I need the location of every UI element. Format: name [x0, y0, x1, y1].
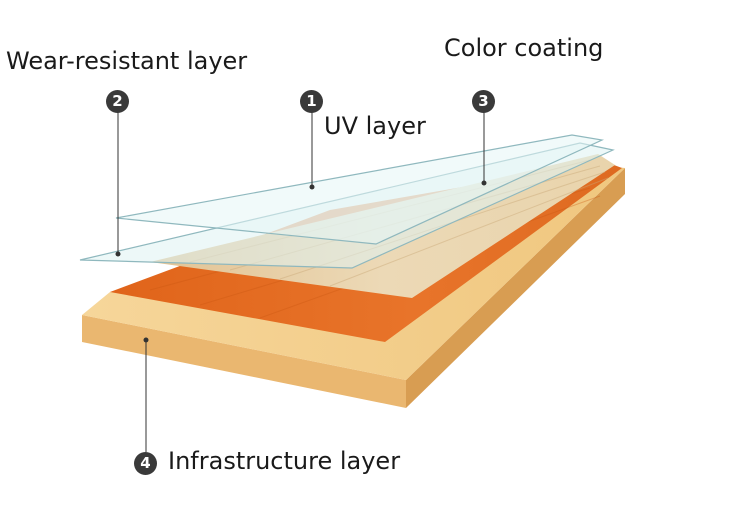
- label-uv: UV layer: [324, 112, 426, 140]
- badge-infrastructure: 4: [134, 452, 157, 475]
- label-wear-resistant: Wear-resistant layer: [6, 47, 248, 75]
- label-infrastructure: Infrastructure layer: [168, 447, 401, 475]
- label-color-coating: Color coating: [444, 34, 604, 62]
- base-board-right-face: [406, 168, 625, 408]
- leader-dot-color-coating: [481, 180, 487, 186]
- badge-color-coating: 3: [472, 90, 495, 113]
- leader-dot-infrastructure: [143, 337, 149, 343]
- leader-dot-uv: [309, 184, 315, 190]
- leader-dot-wear-resistant: [115, 251, 121, 257]
- uv-layer: [115, 134, 605, 245]
- badge-wear-resistant: 2: [106, 90, 129, 113]
- badge-uv: 1: [300, 90, 323, 113]
- base-board-front-face: [82, 315, 406, 408]
